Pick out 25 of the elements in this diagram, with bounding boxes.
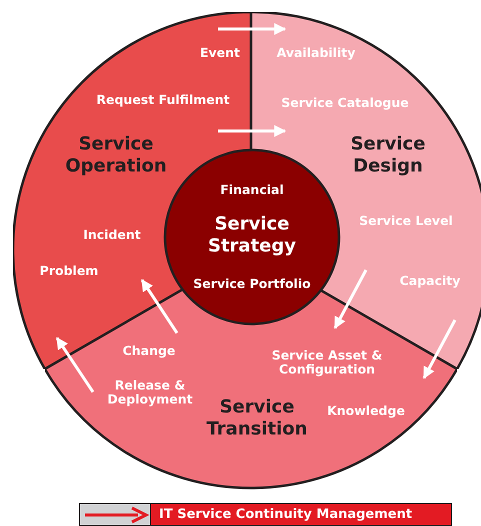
- arrow: [218, 23, 286, 35]
- process-label: Financial: [220, 182, 284, 198]
- process-label: Service Asset & Configuration: [270, 348, 384, 378]
- process-label: Release & Deployment: [106, 378, 194, 408]
- process-label: Service Level: [359, 214, 453, 228]
- process-label: Change: [122, 344, 176, 358]
- arrow: [422, 319, 456, 380]
- process-label: Event: [200, 46, 240, 60]
- process-label: Request Fulfilment: [96, 92, 230, 108]
- arrow: [140, 279, 178, 334]
- legend-label: IT Service Continuity Management: [150, 503, 452, 526]
- process-label: Knowledge: [327, 404, 405, 418]
- process-label: Incident: [83, 228, 141, 242]
- arrow: [56, 337, 94, 393]
- stage-title: Service Transition: [206, 396, 308, 440]
- process-label: Capacity: [400, 274, 460, 288]
- process-label: Service Catalogue: [281, 96, 409, 110]
- stage-title: Service Design: [350, 133, 426, 177]
- stage-title: Service Operation: [64, 133, 168, 177]
- process-label: Availability: [276, 46, 356, 60]
- process-label: Service Portfolio: [193, 276, 311, 292]
- arrow: [334, 269, 368, 330]
- arrow: [218, 125, 286, 137]
- process-label: Problem: [40, 264, 98, 278]
- stage-title: Service Strategy: [206, 213, 298, 257]
